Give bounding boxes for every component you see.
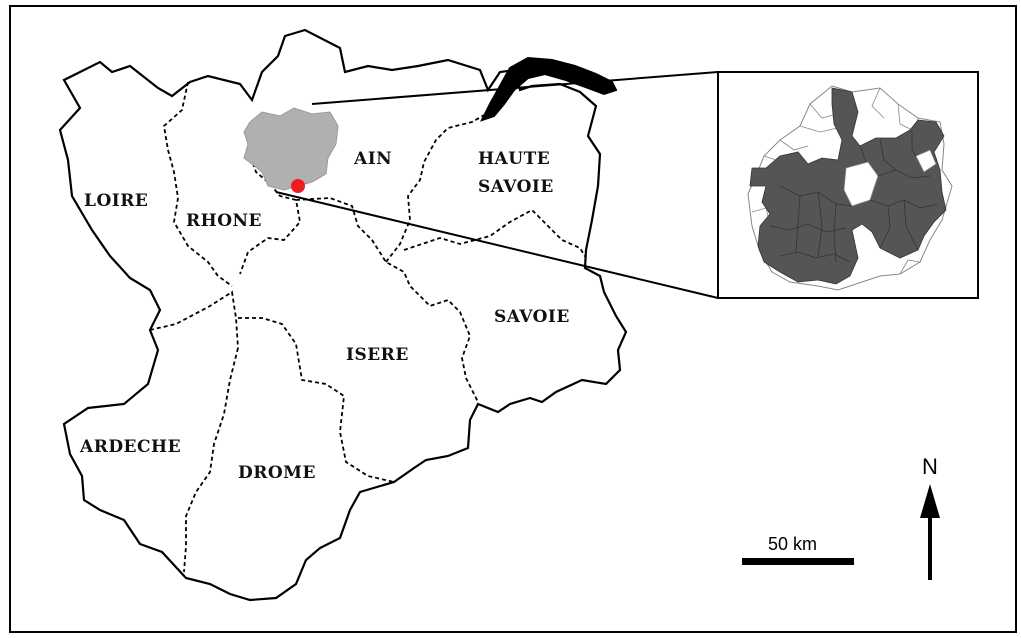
scale-bar-label: 50 km (768, 534, 817, 554)
label-haute-savoie-line2: SAVOIE (478, 177, 554, 197)
scale-bar: 50 km (742, 534, 854, 565)
label-rhone: RHONE (186, 211, 262, 231)
label-ardeche: ARDECHE (79, 437, 181, 457)
label-ain: AIN (353, 149, 392, 169)
inset-connector-bottom (275, 191, 719, 299)
label-haute-savoie-line1: HAUTE (478, 149, 550, 169)
region-outline (58, 28, 628, 602)
label-savoie: SAVOIE (494, 307, 570, 327)
label-loire: LOIRE (84, 191, 148, 211)
study-area (243, 107, 339, 191)
inset-commune-map (747, 85, 953, 291)
label-drome: DROME (238, 463, 316, 483)
lake (480, 56, 618, 122)
department-boundaries (149, 81, 587, 573)
scale-bar-line (742, 558, 854, 565)
inset-connector-top (311, 71, 719, 105)
north-arrow-head-icon (920, 484, 940, 518)
north-label: N (922, 454, 938, 479)
label-isere: ISERE (346, 345, 409, 365)
site-marker (291, 179, 305, 193)
north-arrow: N (920, 454, 940, 580)
